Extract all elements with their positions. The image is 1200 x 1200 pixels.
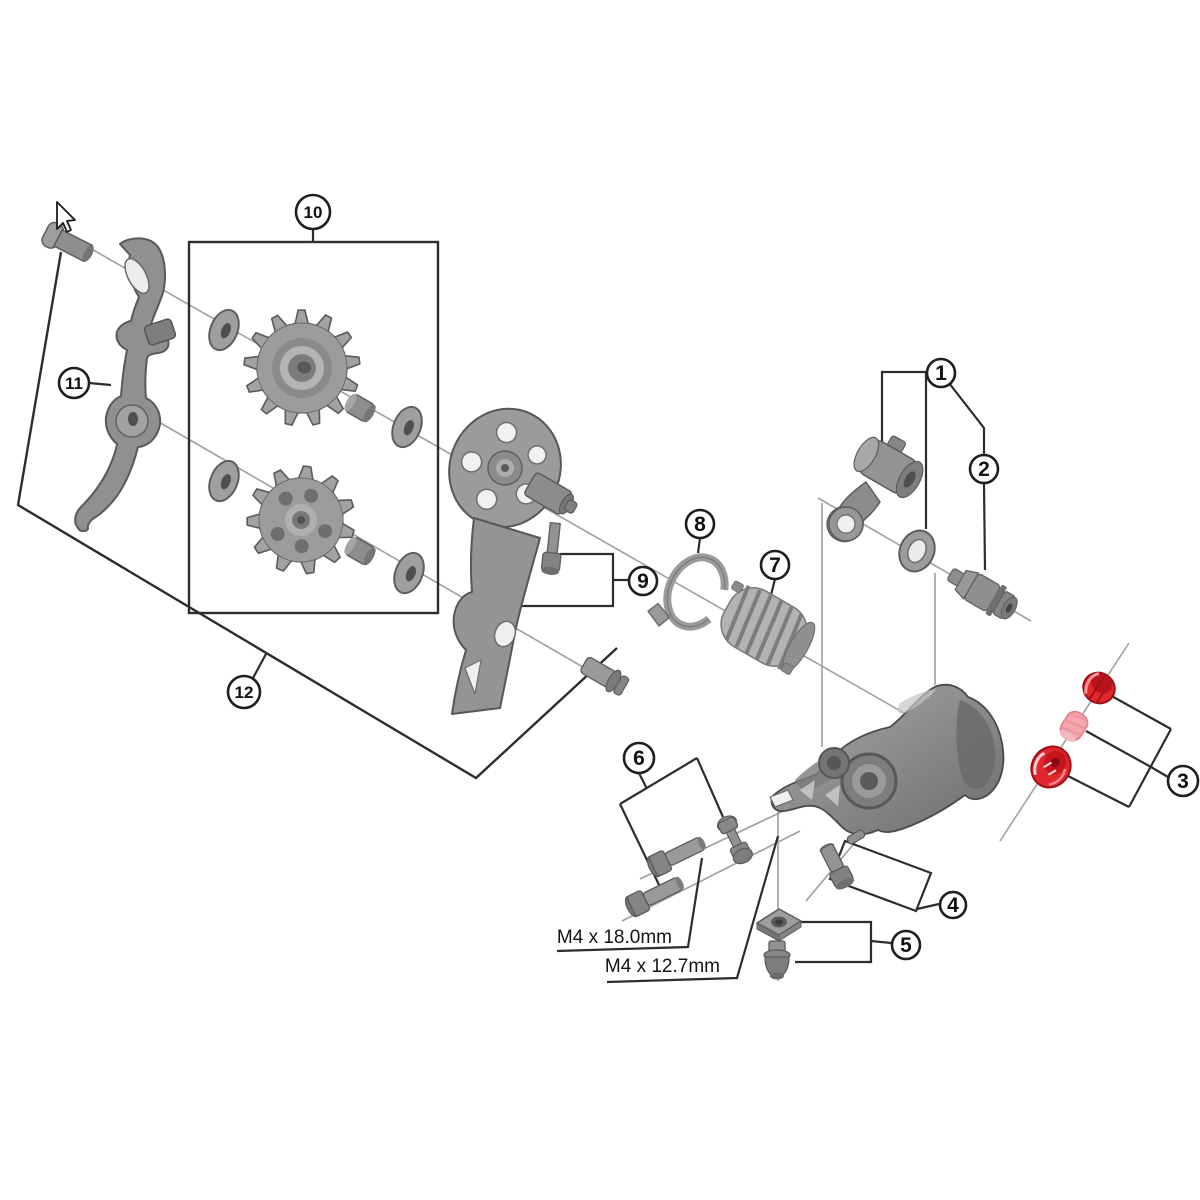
callout-balloons: 1 2 3 4 5 6 7 8 9 10 11 12 <box>57 193 1200 961</box>
pink-spacer <box>1059 710 1089 743</box>
clutch-fixing-bolt <box>819 843 855 890</box>
bumper-block <box>143 318 177 346</box>
svg-text:5: 5 <box>900 934 912 957</box>
axis-line-clamp-bolt-b <box>621 830 801 922</box>
body-side-wing <box>956 700 996 789</box>
svg-text:6: 6 <box>633 747 645 770</box>
svg-text:9: 9 <box>637 570 649 593</box>
bracket-6 <box>619 757 725 890</box>
group-box-cage-stem <box>252 653 267 679</box>
red-adjust-nut-upper <box>1082 671 1116 705</box>
cage-axle-shaft <box>524 472 578 515</box>
derailleur-body <box>769 683 1005 836</box>
svg-text:7: 7 <box>769 554 781 577</box>
callout-11: 11 <box>57 366 91 400</box>
bracket-5 <box>795 920 892 964</box>
callout-1: 1 <box>925 357 957 389</box>
square-nut <box>756 908 802 942</box>
clamp-bolt-long <box>646 836 706 878</box>
washer <box>208 459 240 503</box>
bracket-3 <box>1067 693 1172 808</box>
plate-slot-hole <box>124 257 150 295</box>
pulley-bolt <box>580 656 630 696</box>
svg-text:8: 8 <box>694 513 706 536</box>
bracket-9 <box>514 552 628 608</box>
callout-9: 9 <box>627 565 659 597</box>
callout-brackets <box>16 229 1172 984</box>
tension-pulley <box>246 465 355 575</box>
bracket-8-stem <box>696 537 702 554</box>
body-highlight <box>897 689 936 714</box>
clamp-slot <box>769 789 794 808</box>
washer <box>391 405 423 449</box>
pulley-bushing <box>344 393 376 423</box>
bracket-7-stem <box>769 578 777 596</box>
washer <box>208 308 240 352</box>
clutch-bolt-set <box>819 829 866 890</box>
link-boss <box>853 435 924 499</box>
svg-text:11: 11 <box>65 374 83 393</box>
outer-cage-plate <box>448 407 630 715</box>
callout-2: 2 <box>968 453 1000 485</box>
clamp-bolt-set <box>624 815 753 918</box>
callout-4: 4 <box>938 890 968 920</box>
callout-8: 8 <box>684 508 716 540</box>
body-window <box>825 785 840 806</box>
bracket-1 <box>880 370 927 447</box>
cage-stop-bolt <box>540 521 562 575</box>
double-stud <box>716 815 753 865</box>
body-window <box>800 780 815 800</box>
guide-screw <box>763 940 791 980</box>
cable-guide-set <box>756 908 802 980</box>
mouse-cursor-icon <box>56 201 76 233</box>
callout-6: 6 <box>622 741 656 775</box>
dimension-labels: M4 x 18.0mm M4 x 12.7mm <box>557 927 720 977</box>
cage-disc <box>448 407 562 529</box>
parts <box>41 221 1116 980</box>
svg-text:3: 3 <box>1177 770 1189 793</box>
pulley-set <box>208 308 425 595</box>
dim-label-short-bolt: M4 x 12.7mm <box>605 956 720 977</box>
bracket-axle-unit <box>826 435 924 543</box>
svg-text:10: 10 <box>304 203 323 222</box>
axis-line-lower-pulley <box>137 409 622 690</box>
cage-blade-cutout <box>464 659 482 695</box>
svg-text:4: 4 <box>947 894 959 917</box>
callout-10: 10 <box>294 193 332 231</box>
callout-5: 5 <box>890 929 922 961</box>
bracket-11-stem <box>88 381 112 387</box>
inner-cage-plate <box>74 237 177 533</box>
cage-blade <box>451 517 541 715</box>
thrust-washer <box>898 529 936 573</box>
clamp-bolt-short <box>624 876 684 918</box>
svg-text:2: 2 <box>978 458 990 481</box>
callout-12: 12 <box>226 674 262 710</box>
red-adjust-nut-lower <box>1030 745 1072 789</box>
dim-leader-long-bolt <box>556 857 704 953</box>
svg-text:1: 1 <box>935 362 947 385</box>
bracket-2-leg <box>982 483 987 571</box>
bracket-1-to-2 <box>948 382 986 454</box>
dim-leader-short-bolt <box>606 835 780 984</box>
callout-3: 3 <box>1166 764 1200 798</box>
cage-blade-hole <box>493 620 517 648</box>
pulley-bushing <box>344 536 376 566</box>
guide-pulley <box>243 309 361 426</box>
axis-line-red-hardware <box>999 642 1130 842</box>
dim-label-long-bolt: M4 x 18.0mm <box>557 927 672 948</box>
washer <box>393 551 425 595</box>
stopper-plug <box>947 568 1018 620</box>
dowel-pin <box>846 829 866 845</box>
snap-ring <box>647 553 729 631</box>
tension-spring <box>720 580 816 675</box>
svg-text:12: 12 <box>235 683 254 702</box>
highlighted-hardware-red <box>1030 671 1116 789</box>
callout-7: 7 <box>759 549 791 581</box>
group-box-cage-assembly <box>16 251 618 780</box>
